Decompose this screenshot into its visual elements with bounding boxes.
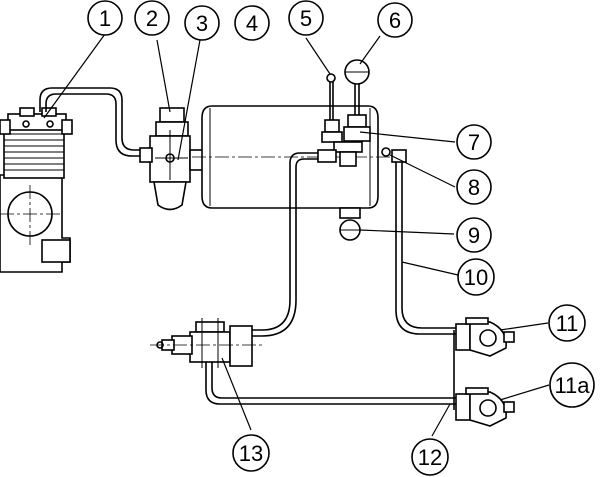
callout-label-7: 7 bbox=[468, 130, 480, 155]
safety-valve bbox=[343, 59, 371, 142]
pipe-reservoir-to-brake-valve bbox=[248, 152, 318, 337]
callout-label-12: 12 bbox=[418, 445, 442, 470]
callout-4: 4 bbox=[234, 5, 270, 41]
callout-2: 2 bbox=[134, 0, 170, 36]
callout-9: 9 bbox=[456, 217, 492, 253]
callout-label-11: 11 bbox=[556, 311, 579, 336]
callout-label-10: 10 bbox=[464, 265, 488, 290]
pipe-compressor-to-unloader bbox=[39, 87, 152, 157]
callout-label-9: 9 bbox=[468, 223, 480, 248]
callout-label-11a: 11a bbox=[554, 373, 590, 398]
callout-11: 11 bbox=[548, 304, 586, 342]
pressure-gauge-connection bbox=[321, 73, 343, 143]
unloader-valve bbox=[139, 107, 205, 211]
callout-10: 10 bbox=[457, 258, 495, 296]
callout-label-13: 13 bbox=[239, 441, 263, 466]
callout-11a: 11a bbox=[549, 362, 595, 408]
callout-8: 8 bbox=[456, 169, 492, 205]
callout-6: 6 bbox=[377, 2, 413, 38]
callout-5: 5 bbox=[288, 0, 324, 36]
callout-label-2: 2 bbox=[146, 6, 158, 31]
air-compressor bbox=[0, 107, 73, 273]
callout-3: 3 bbox=[184, 5, 220, 41]
callout-label-6: 6 bbox=[389, 8, 401, 33]
callout-label-4: 4 bbox=[246, 11, 258, 36]
callout-label-3: 3 bbox=[196, 11, 208, 36]
callout-7: 7 bbox=[456, 124, 492, 160]
callout-13: 13 bbox=[232, 434, 270, 472]
callout-label-1: 1 bbox=[99, 6, 111, 31]
brake-control-valve bbox=[150, 318, 262, 368]
callout-label-5: 5 bbox=[300, 6, 312, 31]
callout-label-8: 8 bbox=[468, 175, 480, 200]
leader-lines bbox=[43, 33, 550, 437]
coupling-head-11a bbox=[455, 387, 515, 427]
pipe-12 bbox=[205, 362, 456, 405]
pipe-10 bbox=[395, 162, 456, 335]
coupling-head-11 bbox=[455, 317, 515, 357]
callout-12: 12 bbox=[411, 438, 449, 476]
callout-1: 1 bbox=[87, 0, 123, 36]
